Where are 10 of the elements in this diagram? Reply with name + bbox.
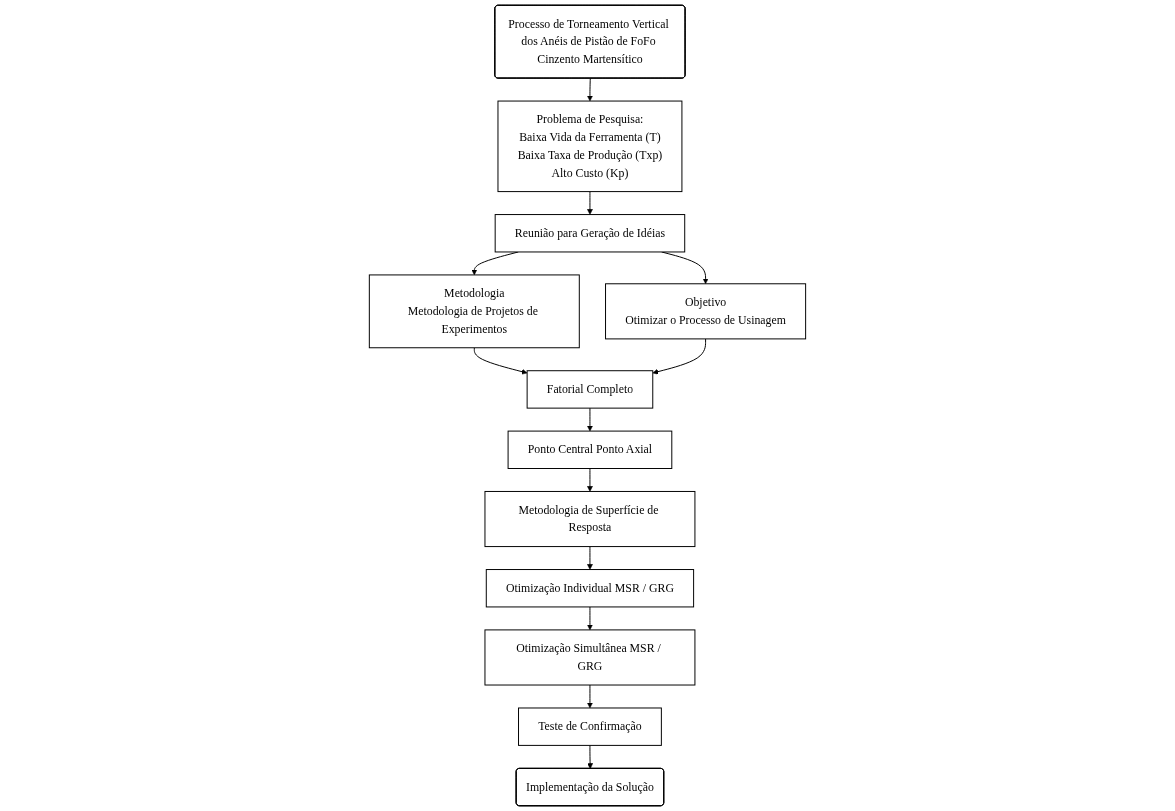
node-box: Otimização Individual MSR / GRG: [485, 569, 695, 608]
node-box: Objetivo Otimizar o Processo de Usinagem: [605, 283, 807, 340]
node-box: Teste de Confirmação: [518, 707, 662, 746]
node-box: Metodologia de Superfície de Resposta: [484, 490, 696, 548]
node-box: Otimização Simultânea MSR / GRG: [484, 629, 696, 686]
node-box: Ponto Central Ponto Axial: [507, 430, 673, 469]
node-box: Problema de Pesquisa: Baixa Vida da Ferramenta (T) Baixa Taxa de Produção (Txp) Alto Custo (Kp): [497, 100, 683, 193]
node-box: Metodologia Metodologia de Projetos de Experimentos: [368, 274, 580, 349]
node-box: Reunião para Geração de Idéias: [494, 214, 686, 253]
node-box: Fatorial Completo: [526, 370, 654, 409]
